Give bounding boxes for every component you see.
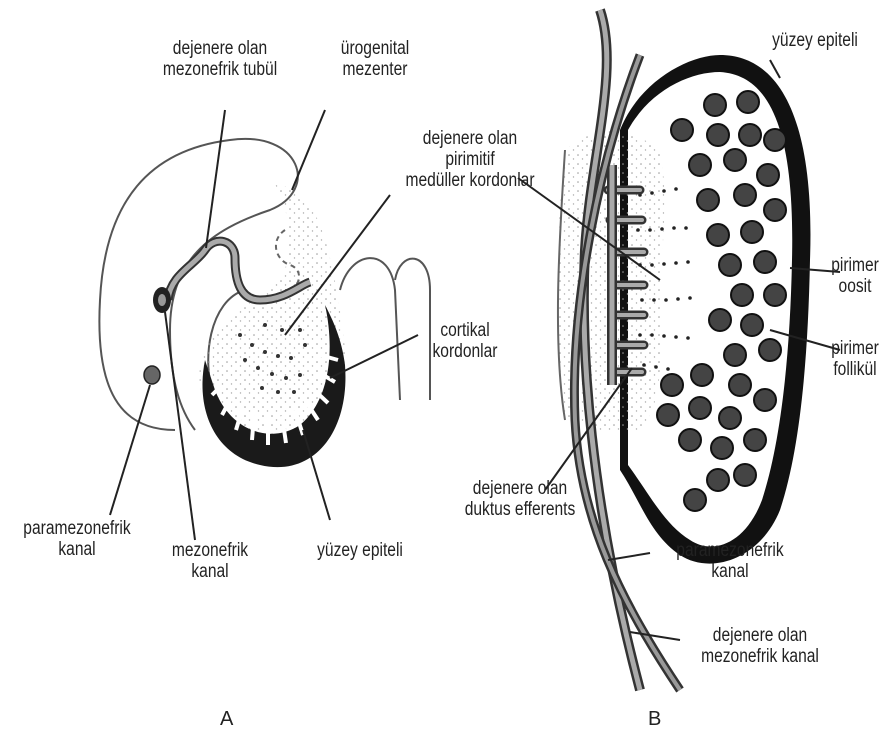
label-line: pirimitif [388, 149, 552, 170]
label-line: duktus efferents [438, 499, 602, 520]
label-cortical-cords: cortikal kordonlar [420, 320, 510, 362]
label-line: cortikal [420, 320, 510, 341]
label-line: yüzey epiteli [754, 30, 877, 51]
label-paramesonephric-duct-b: paramezonefrik kanal [656, 540, 804, 582]
label-line: dejenere olan [678, 625, 842, 646]
label-paramesonephric-duct-a: paramezonefrik kanal [16, 518, 139, 560]
label-line: dejenere olan [388, 128, 552, 149]
label-line: kanal [153, 561, 268, 582]
label-line: mezonefrik [153, 540, 268, 561]
label-line: kordonlar [420, 341, 510, 362]
label-line: paramezonefrik [656, 540, 804, 561]
label-line: mezonefrik kanal [678, 646, 842, 667]
panel-a-drawing [99, 110, 430, 540]
label-surface-epithelium-a: yüzey epiteli [303, 540, 418, 561]
label-mesonephric-duct-a: mezonefrik kanal [153, 540, 268, 582]
label-line: mezonefrik tubül [138, 59, 302, 80]
label-line: yüzey epiteli [303, 540, 418, 561]
label-line: ürogenital [326, 38, 424, 59]
label-primary-oocyte: pirimer oosit [822, 255, 888, 297]
label-degenerate-efferent-ducts: dejenere olan duktus efferents [438, 478, 602, 520]
label-degenerate-mesonephric-tubule: dejenere olan mezonefrik tubül [138, 38, 302, 80]
panel-b-drawing [518, 10, 840, 690]
label-line: kanal [656, 561, 804, 582]
label-line: follikül [822, 359, 888, 380]
panel-label-a: A [220, 708, 233, 731]
label-line: dejenere olan [438, 478, 602, 499]
label-line: dejenere olan [138, 38, 302, 59]
label-line: pirimer [822, 338, 888, 359]
label-urogenital-mesentery: ürogenital mezenter [326, 38, 424, 80]
label-degenerate-mesonephric-duct-b: dejenere olan mezonefrik kanal [678, 625, 842, 667]
label-degenerate-medullary-cords: dejenere olan pirimitif medüller kordonl… [388, 128, 552, 191]
label-surface-epithelium-b: yüzey epiteli [754, 30, 877, 51]
paramesonephric-duct-a [144, 366, 160, 384]
label-line: oosit [822, 276, 888, 297]
body-wall-right-a [340, 258, 400, 400]
label-line: paramezonefrik [16, 518, 139, 539]
label-line: kanal [16, 539, 139, 560]
label-primary-follicle: pirimer follikül [822, 338, 888, 380]
label-line: medüller kordonlar [388, 170, 552, 191]
panel-label-b: B [648, 708, 661, 731]
label-line: pirimer [822, 255, 888, 276]
label-line: mezenter [326, 59, 424, 80]
